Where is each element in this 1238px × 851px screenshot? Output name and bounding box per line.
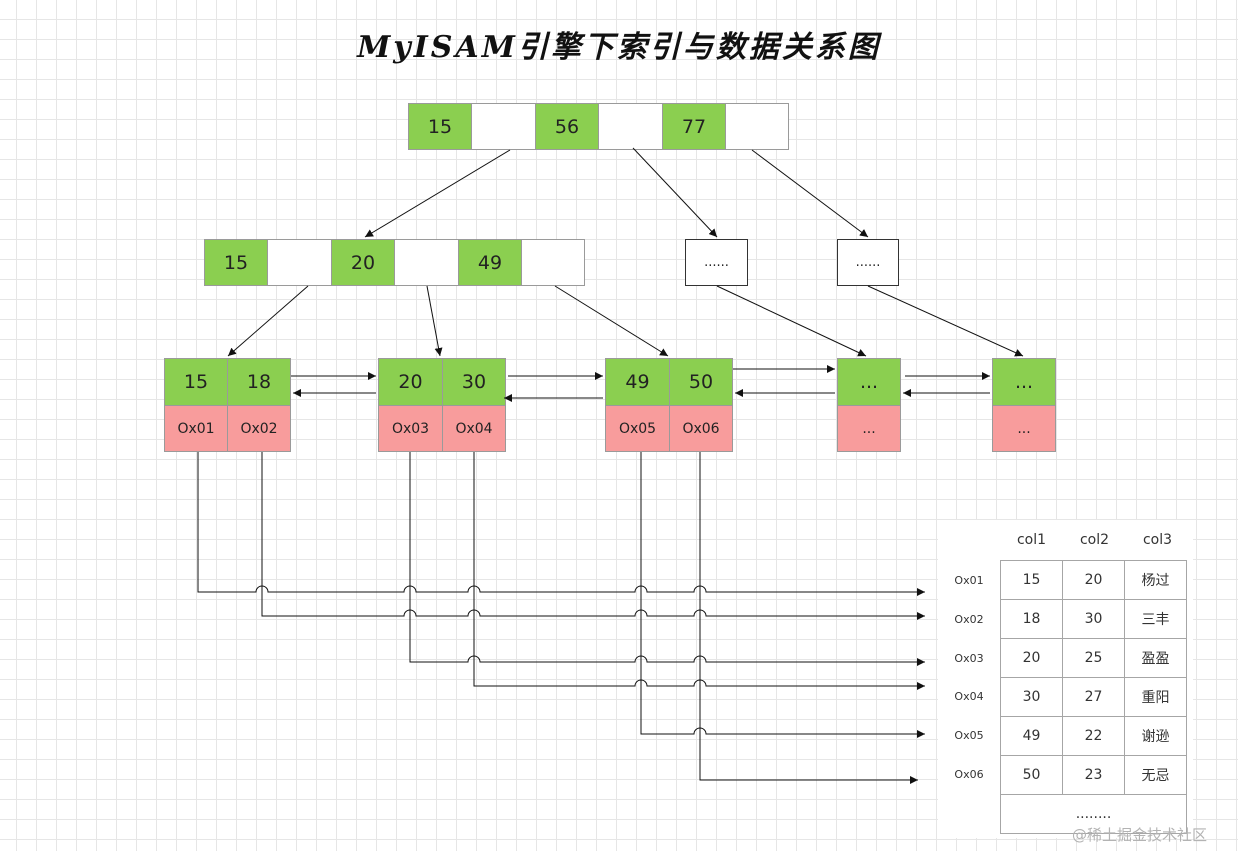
table-cell: 20 — [1062, 560, 1125, 600]
root-key-1: 15 — [408, 103, 472, 150]
row-address-label: Ox02 — [954, 613, 984, 626]
table-cell: 22 — [1062, 716, 1125, 756]
table-cell: 重阳 — [1124, 677, 1187, 717]
column-header-col1: col1 — [1016, 532, 1047, 548]
table-cell: 30 — [1062, 599, 1125, 639]
table-row: 30 27 重阳 — [1000, 677, 1187, 717]
leaf-key: 49 — [605, 358, 670, 406]
table-cell: 25 — [1062, 638, 1125, 678]
internal-key-2: 20 — [331, 239, 395, 286]
table-cell: 23 — [1062, 755, 1125, 795]
table-row: 20 25 盈盈 — [1000, 638, 1187, 678]
leaf-key: 15 — [164, 358, 228, 406]
internal-key-1: 15 — [204, 239, 268, 286]
diagram-title: MyISAM引擎下索引与数据关系图 — [357, 30, 881, 65]
column-header-col2: col2 — [1079, 532, 1110, 548]
internal-pointer-3 — [521, 239, 585, 286]
leaf-key: 18 — [227, 358, 291, 406]
watermark: @稀土掘金技术社区 — [1072, 826, 1208, 844]
table-cell: 三丰 — [1124, 599, 1187, 639]
internal-key-3: 49 — [458, 239, 522, 286]
leaf-key: ... — [992, 358, 1056, 406]
table-cell: 50 — [1000, 755, 1063, 795]
table-cell: 20 — [1000, 638, 1063, 678]
table-cell: 30 — [1000, 677, 1063, 717]
leaf-address: Ox02 — [227, 405, 291, 452]
internal-pointer-2 — [394, 239, 459, 286]
table-row: 18 30 三丰 — [1000, 599, 1187, 639]
row-address-label: Ox06 — [954, 768, 984, 781]
table-cell: 18 — [1000, 599, 1063, 639]
leaf-address: Ox01 — [164, 405, 228, 452]
root-pointer-3 — [725, 103, 789, 150]
row-address-label: Ox05 — [954, 729, 984, 742]
table-more-cell: ........ — [1000, 794, 1187, 834]
leaf-key: ... — [837, 358, 901, 406]
data-table: 15 20 杨过 18 30 三丰 20 25 盈盈 30 27 重阳 49 2… — [1000, 560, 1187, 834]
row-address-label: Ox04 — [954, 690, 984, 703]
table-cell: 盈盈 — [1124, 638, 1187, 678]
leaf-address: Ox04 — [442, 405, 506, 452]
table-row: 50 23 无忌 — [1000, 755, 1187, 795]
table-cell: 谢逊 — [1124, 716, 1187, 756]
table-cell: 49 — [1000, 716, 1063, 756]
row-address-label: Ox01 — [954, 574, 984, 587]
table-cell: 27 — [1062, 677, 1125, 717]
table-row: 15 20 杨过 — [1000, 560, 1187, 600]
leaf-address: ... — [837, 405, 901, 452]
internal-pointer-1 — [267, 239, 332, 286]
table-row: 49 22 谢逊 — [1000, 716, 1187, 756]
table-cell: 无忌 — [1124, 755, 1187, 795]
root-key-3: 77 — [662, 103, 726, 150]
row-address-label: Ox03 — [954, 652, 984, 665]
leaf-key: 30 — [442, 358, 506, 406]
leaf-address: Ox06 — [669, 405, 733, 452]
column-header-col3: col3 — [1142, 532, 1173, 548]
leaf-address: Ox03 — [378, 405, 443, 452]
internal-node-placeholder-2: ...... — [837, 239, 899, 286]
root-key-2: 56 — [535, 103, 599, 150]
table-cell: 杨过 — [1124, 560, 1187, 600]
internal-node-placeholder-1: ...... — [685, 239, 748, 286]
table-cell: 15 — [1000, 560, 1063, 600]
leaf-address: ... — [992, 405, 1056, 452]
table-row-more: ........ — [1000, 794, 1187, 834]
leaf-address: Ox05 — [605, 405, 670, 452]
